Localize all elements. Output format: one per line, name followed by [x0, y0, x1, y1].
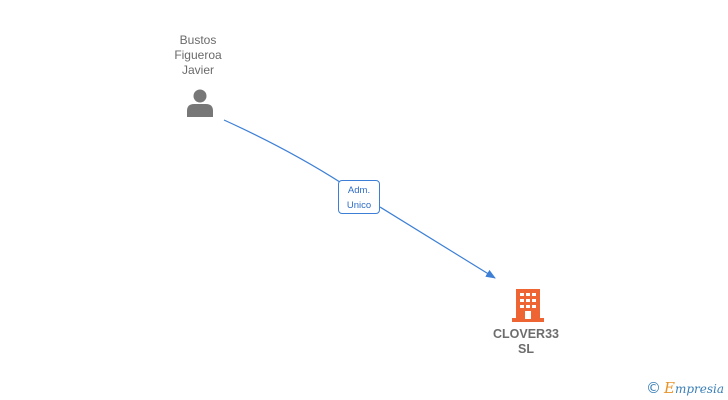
brand-watermark: © Empresia: [645, 379, 724, 398]
person-name-label: Bustos Figueroa Javier: [174, 33, 222, 77]
edge-line: [223, 119, 344, 185]
copyright-icon: ©: [645, 379, 661, 397]
brand-initial: E: [663, 378, 675, 397]
brand-logo: Empresia: [664, 379, 724, 398]
brand-rest: mpresia: [674, 381, 724, 396]
edge-line-arrow: [379, 206, 496, 279]
edge-label-role[interactable]: Adm. Unico: [338, 180, 380, 214]
company-name-label[interactable]: CLOVER33 SL: [493, 327, 559, 356]
building-icon[interactable]: [512, 287, 544, 323]
person-icon[interactable]: [185, 88, 215, 118]
